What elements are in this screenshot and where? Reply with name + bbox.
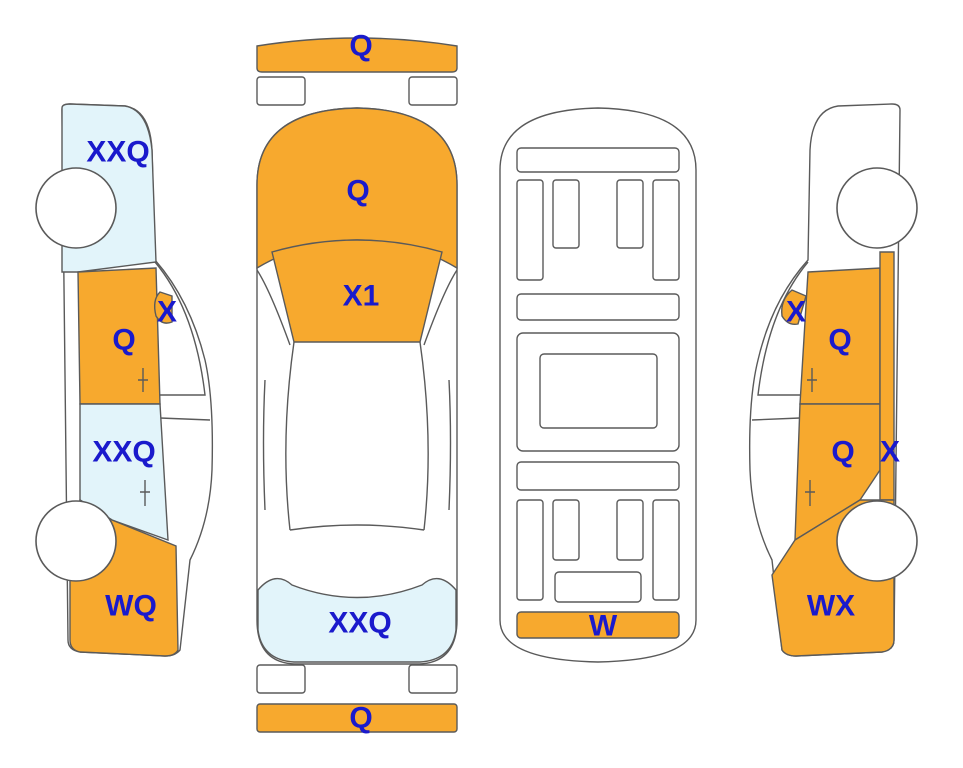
top-view: [256, 37, 458, 733]
right-rear-door-label: Q: [831, 436, 854, 469]
front-bumper-label: Q: [349, 30, 372, 63]
left-front-wheel: [35, 167, 117, 249]
right-pillar-label: X: [880, 436, 900, 469]
right-rear-wheel: [836, 500, 918, 582]
left-side-view: [35, 103, 214, 657]
left-rear-door-label: XXQ: [92, 436, 155, 469]
left-mirror-panel: [153, 291, 173, 324]
left-mirror-label: X: [157, 296, 177, 329]
right-front-wheel: [836, 167, 918, 249]
damage-labels: Q Q X1 XXQ Q W XXQ Q X XXQ WQ X Q Q X WX: [86, 30, 900, 735]
left-rear-quarter-label: WQ: [105, 590, 157, 623]
left-rear-door-panel: [79, 403, 169, 542]
left-rear-wheel: [35, 500, 117, 582]
underbody-view: [499, 107, 697, 663]
right-rear-door-panel: [794, 403, 881, 542]
hood-label: Q: [346, 175, 369, 208]
left-front-fender-label: XXQ: [86, 136, 149, 169]
rear-bumper-label: Q: [349, 702, 372, 735]
right-side-view: [748, 103, 918, 657]
right-mirror-panel: [781, 289, 807, 326]
windshield-panel: [271, 239, 443, 343]
rear-window-label: XXQ: [328, 607, 391, 640]
trunk-floor-panel: [516, 611, 680, 639]
rear-window-panel: [257, 577, 457, 663]
trunk-floor-label: W: [589, 610, 618, 643]
right-rear-quarter-label: WX: [807, 590, 855, 623]
right-mirror-label: X: [786, 296, 806, 329]
left-front-door-label: Q: [112, 324, 135, 357]
right-front-door-label: Q: [828, 324, 851, 357]
front-bumper-panel: [256, 37, 458, 73]
windshield-label: X1: [343, 280, 380, 313]
rear-bumper-panel: [256, 703, 458, 733]
